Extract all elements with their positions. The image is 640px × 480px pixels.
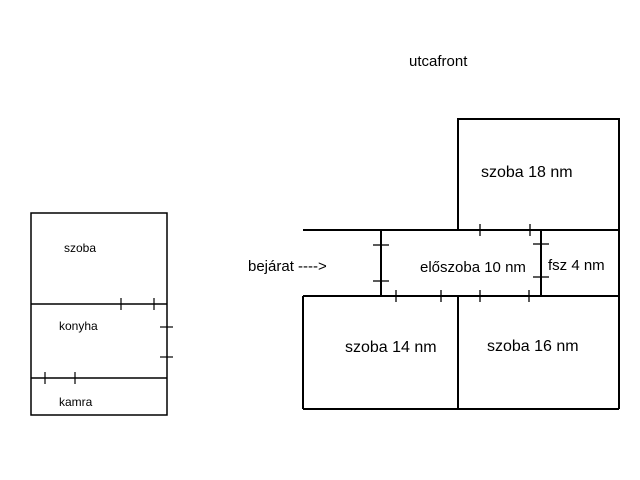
entrance-label: bejárat ----> bbox=[248, 258, 327, 275]
room-18-label: szoba 18 nm bbox=[481, 164, 573, 181]
hall-label: előszoba 10 nm bbox=[420, 259, 526, 276]
room-14-label: szoba 14 nm bbox=[345, 339, 437, 356]
main-plan-door-marks bbox=[373, 224, 549, 302]
side-plan-walls bbox=[30, 212, 168, 416]
kitchen-label: konyha bbox=[59, 319, 98, 333]
main-plan-walls bbox=[302, 118, 620, 410]
room-18-walls bbox=[457, 118, 620, 409]
bathroom-label: fsz 4 nm bbox=[548, 257, 605, 274]
side-plan-outline bbox=[30, 212, 168, 416]
room-16-label: szoba 16 nm bbox=[487, 338, 579, 355]
side-plan-door-marks bbox=[44, 298, 173, 384]
pantry-label: kamra bbox=[59, 395, 93, 409]
side-room-label: szoba bbox=[64, 241, 97, 255]
street-front-label: utcafront bbox=[409, 53, 468, 70]
